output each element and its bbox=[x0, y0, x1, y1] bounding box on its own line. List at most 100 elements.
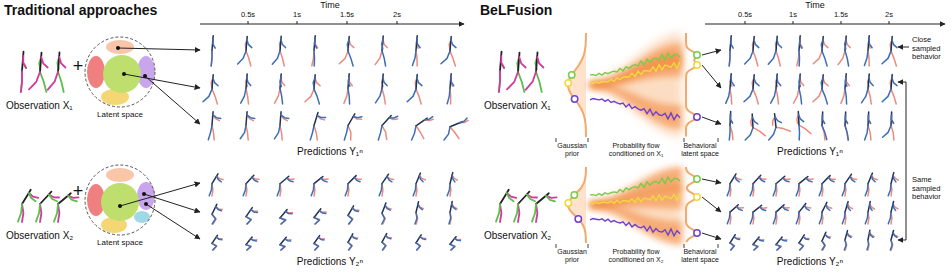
sample-arrow bbox=[702, 50, 721, 55]
stick-figure bbox=[514, 192, 537, 222]
flow-lobe bbox=[590, 43, 682, 88]
limb bbox=[799, 243, 803, 250]
torso bbox=[822, 176, 830, 184]
flow-lobe bbox=[590, 82, 682, 129]
limb bbox=[379, 184, 382, 196]
torso bbox=[799, 177, 808, 184]
flow-trajectory bbox=[590, 53, 680, 75]
stick-figure bbox=[532, 193, 557, 222]
limb bbox=[213, 39, 215, 48]
stick-figure bbox=[246, 208, 258, 224]
figure-label: Same sampled behavior bbox=[912, 176, 950, 202]
limb bbox=[382, 213, 385, 224]
limb bbox=[868, 89, 871, 105]
stick-figure bbox=[21, 52, 26, 92]
limb bbox=[281, 40, 286, 48]
prior-sample bbox=[571, 96, 577, 102]
figure-label: 0.5s bbox=[738, 11, 752, 20]
limb bbox=[870, 232, 874, 237]
torso bbox=[753, 75, 754, 89]
limb bbox=[216, 207, 222, 211]
figure-label: Time bbox=[320, 0, 340, 10]
limb bbox=[415, 212, 417, 224]
limb bbox=[387, 176, 392, 181]
limb bbox=[344, 88, 348, 103]
limb bbox=[507, 193, 514, 201]
stick-figure bbox=[797, 36, 803, 66]
latent-sample bbox=[116, 46, 120, 50]
limb bbox=[274, 125, 280, 139]
limb bbox=[311, 184, 314, 196]
limb bbox=[845, 77, 847, 86]
limb bbox=[822, 51, 827, 66]
limb bbox=[286, 212, 293, 214]
probability-flow bbox=[556, 33, 721, 142]
limb bbox=[310, 126, 314, 140]
limb bbox=[389, 116, 398, 118]
torso bbox=[22, 190, 31, 204]
limb bbox=[281, 115, 289, 119]
limb bbox=[773, 184, 776, 196]
stick-figure bbox=[844, 231, 852, 250]
stick-figure bbox=[768, 36, 781, 66]
limb bbox=[750, 212, 753, 224]
section-tick bbox=[556, 244, 557, 248]
limb bbox=[203, 89, 212, 102]
limb bbox=[822, 241, 825, 250]
limb bbox=[353, 117, 362, 118]
limb bbox=[18, 204, 22, 222]
flow-trajectory bbox=[590, 177, 680, 196]
limb bbox=[736, 207, 742, 211]
limb bbox=[416, 126, 424, 139]
latent-space: Latent space bbox=[84, 164, 156, 236]
figure-label: Time bbox=[805, 0, 825, 10]
limb bbox=[731, 77, 734, 86]
limb bbox=[382, 51, 386, 66]
limb bbox=[210, 50, 212, 66]
limb bbox=[870, 232, 875, 236]
limb bbox=[378, 126, 382, 140]
limb bbox=[823, 115, 825, 123]
torso bbox=[518, 53, 520, 72]
limb bbox=[212, 243, 217, 250]
limb bbox=[798, 50, 800, 66]
torso bbox=[382, 174, 389, 184]
torso bbox=[822, 37, 823, 51]
stick-figure bbox=[280, 210, 292, 224]
torso bbox=[348, 114, 355, 126]
torso bbox=[280, 74, 281, 89]
torso bbox=[212, 112, 213, 126]
time-axis bbox=[200, 21, 464, 24]
torso bbox=[500, 190, 509, 204]
limb bbox=[416, 212, 418, 224]
limb bbox=[730, 243, 734, 250]
limb bbox=[321, 178, 327, 182]
sample-arrow bbox=[118, 48, 200, 50]
limb bbox=[799, 77, 800, 86]
limb bbox=[251, 210, 257, 213]
limb bbox=[744, 89, 753, 102]
limb bbox=[826, 205, 830, 211]
limb bbox=[59, 57, 65, 68]
limb bbox=[450, 244, 455, 250]
limb bbox=[417, 78, 422, 86]
limb bbox=[891, 240, 893, 250]
stick-figure bbox=[416, 235, 426, 250]
stick-figure bbox=[819, 176, 835, 196]
limb bbox=[213, 39, 215, 48]
figure-label: Predictions Y₂ⁿ bbox=[777, 256, 843, 268]
limb bbox=[280, 218, 286, 224]
limb bbox=[838, 51, 845, 65]
limb bbox=[447, 184, 450, 196]
torso bbox=[280, 36, 281, 51]
limb bbox=[777, 40, 782, 48]
behavioral-latent-curve bbox=[686, 33, 697, 137]
limb bbox=[416, 243, 421, 250]
prior-sample bbox=[565, 80, 571, 86]
flow-trajectory bbox=[590, 194, 680, 204]
limb bbox=[822, 126, 827, 140]
limb bbox=[760, 207, 766, 211]
torso bbox=[799, 204, 806, 213]
sample-arrow bbox=[702, 233, 721, 239]
stick-figure bbox=[862, 74, 874, 104]
